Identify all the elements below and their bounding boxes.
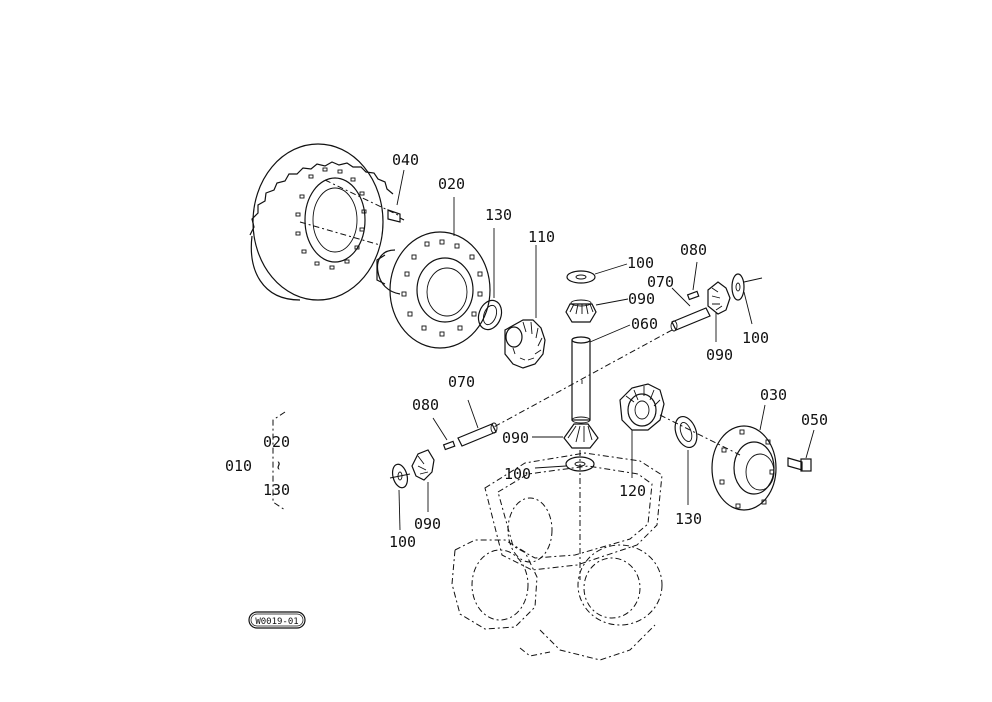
differential-case-020 (376, 197, 491, 349)
pinion-shaft-060 (571, 324, 631, 424)
side-gear-110 (504, 245, 546, 369)
lock-pin-080-right (686, 261, 700, 301)
lock-pin-080-left (432, 417, 456, 451)
label-010: 010 (225, 457, 252, 475)
label-090-top: 090 (628, 290, 655, 308)
label-100-right: 100 (742, 329, 769, 347)
bolt-040 (387, 169, 405, 223)
label-130-right: 130 (675, 510, 702, 528)
label-020-range: 020 (263, 433, 290, 451)
label-120: 120 (619, 482, 646, 500)
label-range-tilde: ~ (270, 461, 288, 470)
washer-100-left (389, 463, 411, 531)
label-030: 030 (760, 386, 787, 404)
label-020: 020 (438, 175, 465, 193)
differential-housing (451, 452, 663, 661)
label-070-left: 070 (448, 373, 475, 391)
washer-100-right (731, 273, 763, 325)
label-040: 040 (392, 151, 419, 169)
assembly-bracket (272, 411, 286, 511)
shaft-070-left (457, 399, 498, 447)
label-130-upper: 130 (485, 206, 512, 224)
label-090-right: 090 (706, 346, 733, 364)
label-080-left: 080 (412, 396, 439, 414)
pinion-gear-090-right (707, 281, 731, 342)
label-100-lower: 100 (504, 465, 531, 483)
label-110: 110 (528, 228, 555, 246)
pinion-gear-090-lower (532, 423, 599, 449)
side-gear-120 (619, 383, 665, 478)
pinion-gear-090-left (411, 449, 435, 512)
pinion-gear-090-top (565, 298, 629, 323)
label-050: 050 (801, 411, 828, 429)
label-100-left: 100 (389, 533, 416, 551)
label-100-top: 100 (627, 254, 654, 272)
washer-100-top (566, 263, 628, 284)
label-060: 060 (631, 315, 658, 333)
thrust-washer-130-upper (477, 228, 503, 331)
thrust-washer-130-right (674, 415, 698, 505)
label-070-right: 070 (647, 273, 674, 291)
drawing-id-badge: W0019-01 (248, 611, 306, 629)
bearing-cover-030 (711, 404, 777, 511)
part-labels: 040 020 130 110 100 090 060 080 070 100 … (225, 151, 828, 551)
label-130-range: 130 (263, 481, 290, 499)
shaft-070-right (670, 287, 711, 332)
ring-gear (249, 143, 399, 301)
label-090-lower: 090 (502, 429, 529, 447)
label-090-left: 090 (414, 515, 441, 533)
badge-text: W0019-01 (255, 617, 298, 627)
bolt-050 (787, 429, 815, 472)
label-080-right: 080 (680, 241, 707, 259)
